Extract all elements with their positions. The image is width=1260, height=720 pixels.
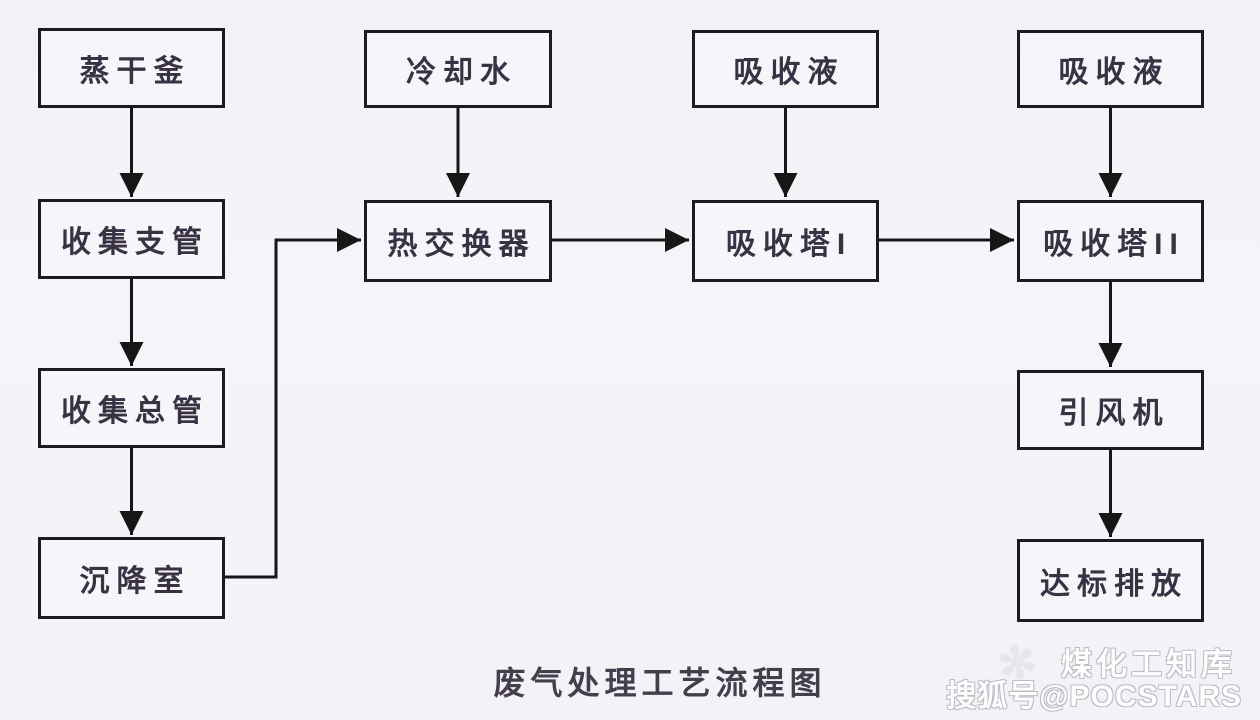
watermark: 煤化工知库 搜狐号@POCSTARS xyxy=(946,649,1242,712)
node-collect-branch: 收集支管 xyxy=(38,199,225,279)
node-cooling-water: 冷却水 xyxy=(364,30,552,108)
connector-settling-chamber-to-heat-exchanger xyxy=(225,228,361,579)
watermark-brand: 煤化工知库 xyxy=(1061,647,1236,682)
node-absorbent-2: 吸收液 xyxy=(1017,30,1204,108)
node-absorber-tower-2: 吸收塔II xyxy=(1017,200,1204,282)
node-settling-chamber: 沉降室 xyxy=(38,537,225,619)
node-collect-main: 收集总管 xyxy=(38,368,225,448)
watermark-account: 搜狐号@POCSTARS xyxy=(946,680,1242,713)
node-absorber-tower-1: 吸收塔I xyxy=(692,200,879,282)
node-absorbent-1: 吸收液 xyxy=(692,30,879,108)
node-evaporator: 蒸干釜 xyxy=(38,28,225,108)
node-discharge: 达标排放 xyxy=(1017,539,1204,622)
node-induced-draft-fan: 引风机 xyxy=(1017,370,1204,450)
diagram-title: 废气处理工艺流程图 xyxy=(493,665,827,701)
node-heat-exchanger: 热交换器 xyxy=(364,200,552,282)
